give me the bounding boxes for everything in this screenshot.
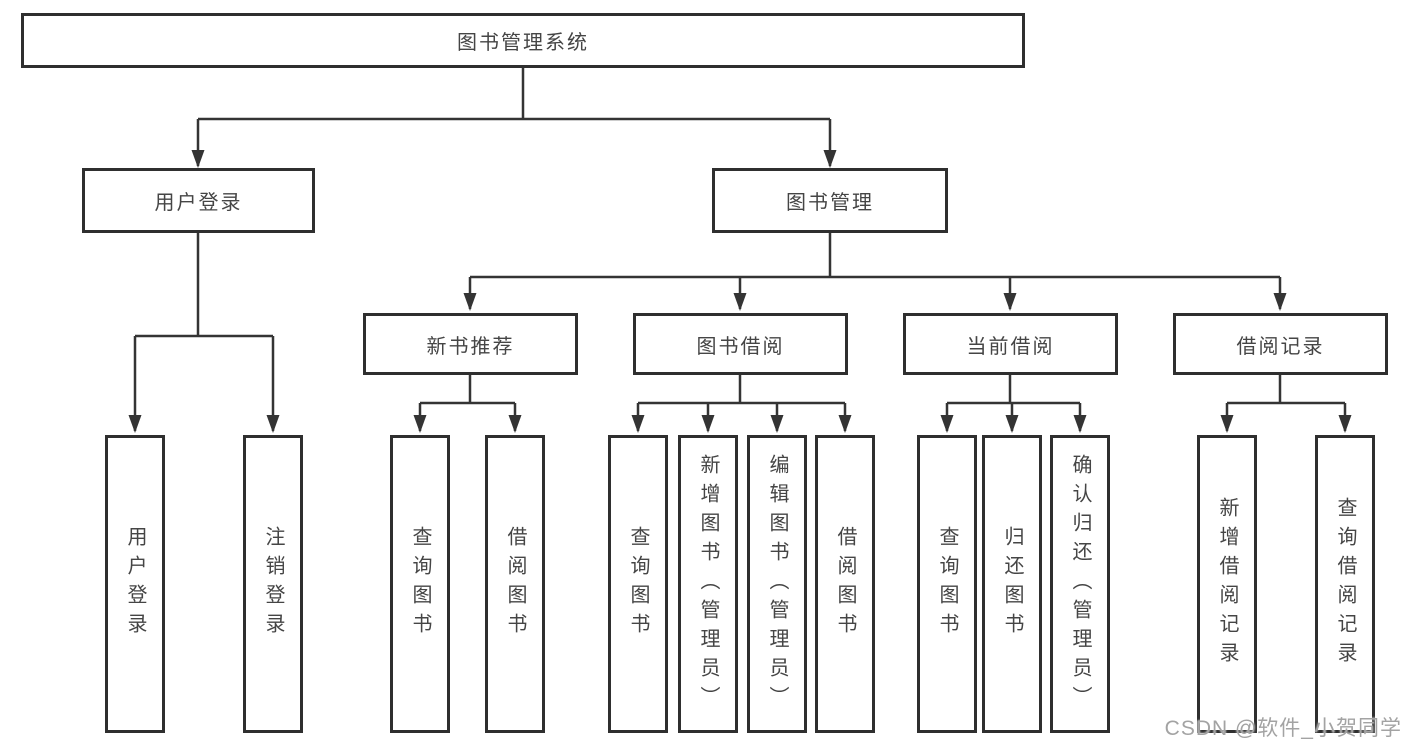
node-current-borrow: 当前借阅 <box>903 313 1118 375</box>
leaf-query-book-1: 查询图书 <box>390 435 450 733</box>
leaf-query-book-2-label: 查询图书 <box>627 526 649 642</box>
leaf-borrow-book-2: 借阅图书 <box>815 435 875 733</box>
leaf-confirm-return-admin-label: 确认归还（管理员） <box>1069 453 1091 715</box>
node-book-management: 图书管理 <box>712 168 948 233</box>
leaf-query-borrow-record: 查询借阅记录 <box>1315 435 1375 733</box>
node-borrow-record: 借阅记录 <box>1173 313 1388 375</box>
leaf-edit-book-admin: 编辑图书（管理员） <box>747 435 807 733</box>
leaf-logout-label: 注销登录 <box>262 526 284 642</box>
leaf-borrow-book-1: 借阅图书 <box>485 435 545 733</box>
leaf-user-login: 用户登录 <box>105 435 165 733</box>
leaf-add-borrow-record: 新增借阅记录 <box>1197 435 1257 733</box>
leaf-user-login-label: 用户登录 <box>124 526 146 642</box>
leaf-add-book-admin: 新增图书（管理员） <box>678 435 738 733</box>
node-user-login: 用户登录 <box>82 168 315 233</box>
csdn-watermark: CSDN @软件_小贺同学 <box>1164 717 1402 740</box>
leaf-query-book-1-label: 查询图书 <box>409 526 431 642</box>
leaf-confirm-return-admin: 确认归还（管理员） <box>1050 435 1110 733</box>
leaf-query-borrow-record-label: 查询借阅记录 <box>1334 497 1356 671</box>
leaf-add-borrow-record-label: 新增借阅记录 <box>1216 497 1238 671</box>
leaf-return-book: 归还图书 <box>982 435 1042 733</box>
leaf-query-book-3: 查询图书 <box>917 435 977 733</box>
node-book-borrow: 图书借阅 <box>633 313 848 375</box>
leaf-add-book-admin-label: 新增图书（管理员） <box>697 453 719 715</box>
leaf-query-book-2: 查询图书 <box>608 435 668 733</box>
leaf-borrow-book-1-label: 借阅图书 <box>504 526 526 642</box>
node-library-management-system: 图书管理系统 <box>21 13 1025 68</box>
leaf-query-book-3-label: 查询图书 <box>936 526 958 642</box>
leaf-return-book-label: 归还图书 <box>1001 526 1023 642</box>
leaf-borrow-book-2-label: 借阅图书 <box>834 526 856 642</box>
node-new-book-recommend: 新书推荐 <box>363 313 578 375</box>
leaf-logout: 注销登录 <box>243 435 303 733</box>
leaf-edit-book-admin-label: 编辑图书（管理员） <box>766 453 788 715</box>
